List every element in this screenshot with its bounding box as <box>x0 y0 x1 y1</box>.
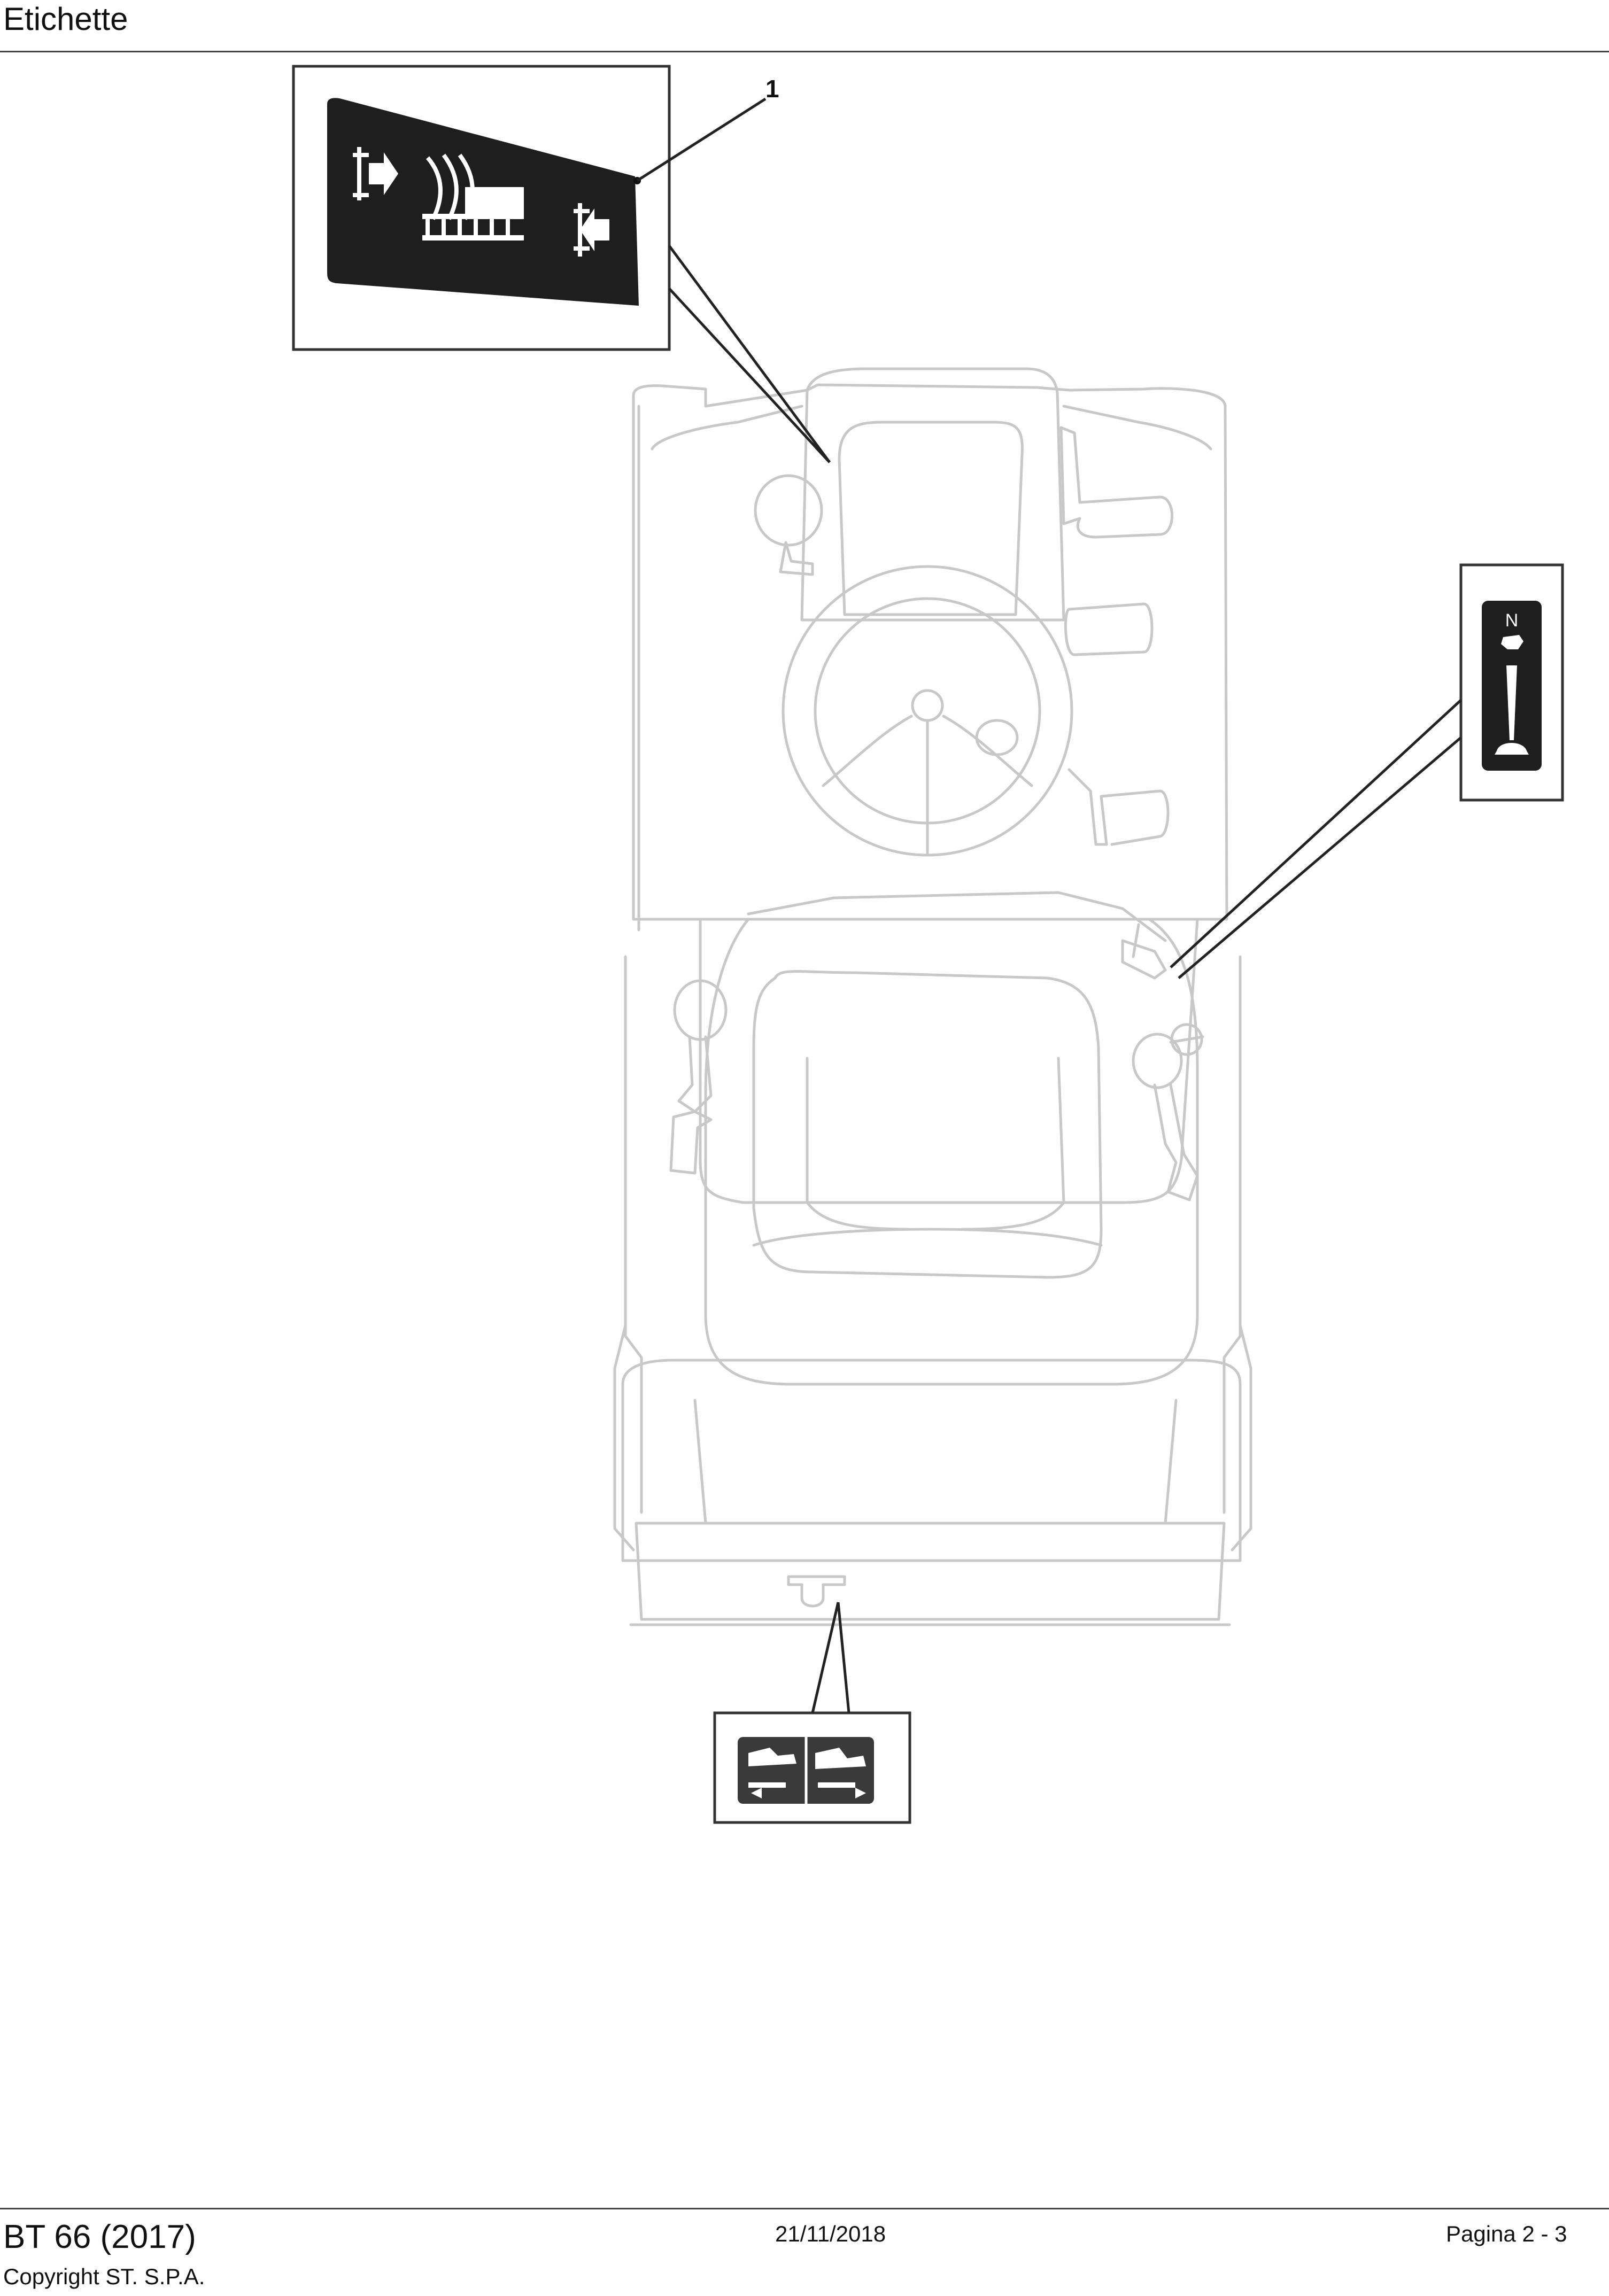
page-title: Etichette <box>3 1 128 37</box>
tractor-outline <box>613 367 1252 1626</box>
callout-decal-1: 1 <box>292 65 831 463</box>
header-divider <box>0 51 1609 52</box>
footer-date: 21/11/2018 <box>775 2221 886 2246</box>
callout-decal-3 <box>713 1602 911 1824</box>
footer-divider <box>0 2208 1609 2209</box>
footer-model: BT 66 (2017) <box>3 2219 196 2255</box>
gear-n-icon: N <box>1505 610 1519 631</box>
footer-page-number: Pagina 2 - 3 <box>1446 2221 1567 2246</box>
callout-decal-2: N <box>1170 563 1564 979</box>
callout-number: 1 <box>765 75 779 103</box>
footer-copyright: Copyright ST. S.P.A. <box>3 2264 205 2289</box>
